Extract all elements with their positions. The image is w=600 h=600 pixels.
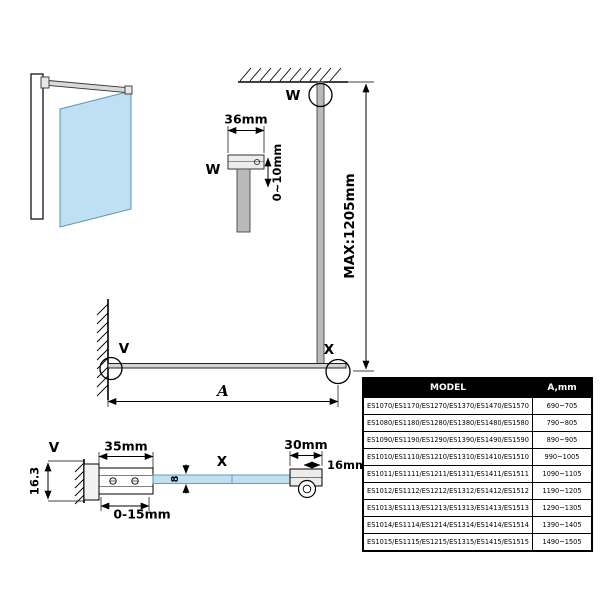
model-cell: ES1011/ES1111/ES1211/ES1311/ES1411/ES151…: [362, 465, 533, 483]
a-cell: 890~905: [532, 431, 593, 449]
model-cell: ES1080/ES1180/ES1280/ES1380/ES1480/ES158…: [362, 414, 533, 432]
detail-w: 36mm 0~10mm W: [206, 112, 284, 233]
glass-panel-iso: [59, 90, 132, 228]
top-wall-hatch-lines: [239, 67, 342, 82]
detail-x-label: X: [217, 454, 228, 470]
detail-w-bar: [236, 168, 251, 233]
detail-v-depth-label: 16.3: [28, 467, 42, 495]
header-model: MODEL: [362, 377, 533, 398]
detail-v-wall-profile: [83, 463, 100, 501]
glass-plan: [107, 363, 347, 369]
support-bar-iso: [42, 79, 132, 94]
detail-w-screw: [253, 158, 261, 166]
model-cell: ES1013/ES1113/ES1213/ES1313/ES1413/ES151…: [362, 499, 533, 517]
a-cell: 1290~1305: [532, 499, 593, 517]
a-cell: 1090~1105: [532, 465, 593, 483]
detail-v-glass: [152, 474, 234, 484]
model-cell: ES1012/ES1112/ES1212/ES1312/ES1412/ES151…: [362, 482, 533, 500]
w-callout-circle: [308, 82, 333, 108]
isometric-view: [30, 73, 133, 228]
detail-v-screw-1: [109, 477, 117, 485]
detail-v-label: V: [49, 440, 60, 456]
top-wall: [238, 67, 348, 83]
a-cell: 690~705: [532, 397, 593, 415]
model-cell: ES1010/ES1110/ES1210/ES1310/ES1410/ES151…: [362, 448, 533, 466]
table-row: ES1014/ES1114/ES1214/ES1314/ES1414/ES151…: [362, 516, 593, 534]
detail-x-bar-ring: [297, 479, 317, 499]
detail-w-plate: [227, 154, 265, 170]
table-row: ES1080/ES1180/ES1280/ES1380/ES1480/ES158…: [362, 414, 593, 432]
model-cell: ES1070/ES1170/ES1270/ES1370/ES1470/ES157…: [362, 397, 533, 415]
a-cell: 790~805: [532, 414, 593, 432]
detail-x-width-label: 30mm: [284, 437, 327, 452]
a-cell: 990~1005: [532, 448, 593, 466]
detail-w-width-label: 36mm: [224, 112, 267, 127]
table-header-row: MODEL A,mm: [362, 377, 593, 398]
table-row: ES1015/ES1115/ES1215/ES1315/ES1415/ES151…: [362, 533, 593, 552]
a-dimension-label: A: [215, 382, 229, 400]
plan-wall-hatch-lines: [96, 303, 109, 397]
detail-v: V 16.3 35mm: [28, 439, 234, 522]
x-callout-circle: [325, 358, 351, 385]
wall-bracket-iso: [40, 76, 50, 89]
table-row: ES1013/ES1113/ES1213/ES1313/ES1413/ES151…: [362, 499, 593, 517]
detail-v-hatch-lines: [74, 462, 85, 505]
wall-profile-iso: [30, 73, 44, 220]
v-callout-circle: [99, 356, 123, 381]
model-table: MODEL A,mm ES1070/ES1170/ES1270/ES1370/E…: [362, 377, 593, 552]
table-row: ES1011/ES1111/ES1211/ES1311/ES1411/ES151…: [362, 465, 593, 483]
support-bar-elevation: [316, 81, 325, 365]
table-row: ES1012/ES1112/ES1212/ES1312/ES1412/ES151…: [362, 482, 593, 500]
detail-v-clamp: [98, 467, 154, 495]
table-row: ES1070/ES1170/ES1270/ES1370/ES1470/ES157…: [362, 397, 593, 415]
w-callout-label: W: [286, 88, 301, 104]
detail-v-width-label: 35mm: [104, 439, 147, 454]
max-height-label: MAX:1205mm: [342, 173, 358, 278]
detail-v-adjust-label: 0-15mm: [113, 507, 170, 522]
header-a-mm: A,mm: [532, 377, 593, 398]
detail-x: X 30mm 16mm: [217, 437, 367, 499]
a-cell: 1490~1505: [532, 533, 593, 552]
model-cell: ES1014/ES1114/ES1214/ES1314/ES1414/ES151…: [362, 516, 533, 534]
model-cell: ES1090/ES1190/ES1290/ES1390/ES1490/ES159…: [362, 431, 533, 449]
detail-x-bar-ring-inner: [302, 484, 312, 494]
a-cell: 1390~1405: [532, 516, 593, 534]
detail-x-bar-label: 16mm: [327, 458, 367, 472]
detail-w-label: W: [206, 162, 221, 178]
detail-w-adjust-label: 0~10mm: [270, 144, 284, 202]
detail-v-screw-2: [131, 477, 139, 485]
x-callout-label: X: [324, 342, 335, 358]
max-height-dimension: MAX:1205mm: [342, 81, 374, 372]
v-callout-label: V: [119, 341, 130, 357]
model-cell: ES1015/ES1115/ES1215/ES1315/ES1415/ES151…: [362, 533, 533, 552]
table-row: ES1090/ES1190/ES1290/ES1390/ES1490/ES159…: [362, 431, 593, 449]
w-callout: W: [286, 82, 333, 108]
glass-bracket-iso: [124, 85, 133, 95]
a-dimension: A: [107, 381, 339, 407]
a-cell: 1190~1205: [532, 482, 593, 500]
table-row: ES1010/ES1110/ES1210/ES1310/ES1410/ES151…: [362, 448, 593, 466]
detail-v-glass-thickness-label: 8: [170, 475, 181, 482]
detail-x-glass: [231, 474, 291, 484]
